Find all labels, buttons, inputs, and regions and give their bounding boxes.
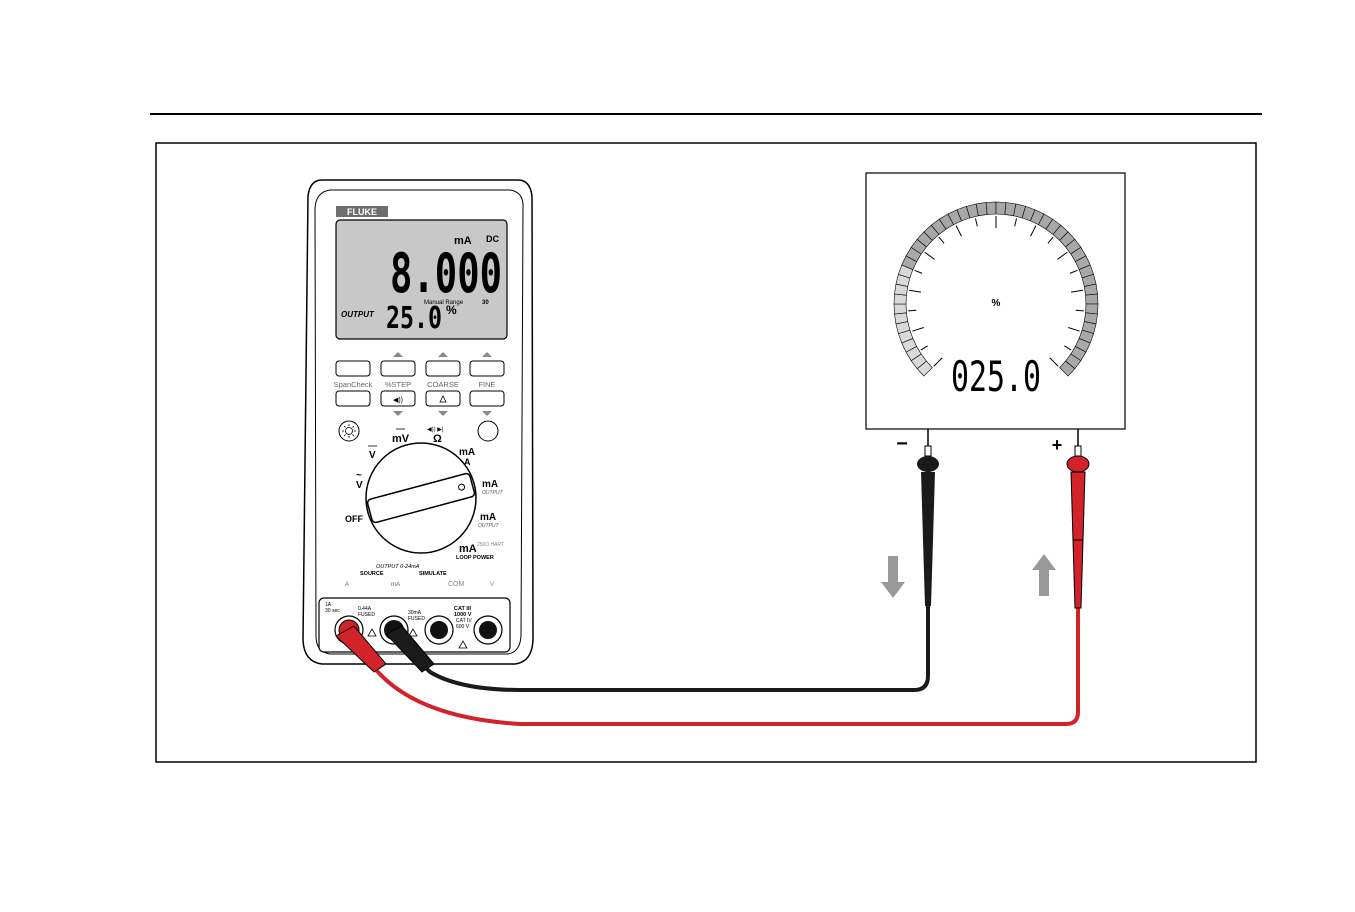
label-simulate: SIMULATE [419,571,447,577]
gauge-segment [996,202,1006,214]
label-jack-v: V [490,582,494,588]
gauge-plus-terminal: + [1052,435,1063,455]
fuse3-b: FUSED [408,616,425,622]
black-probe-handle [921,472,935,540]
button-fine-up[interactable] [470,361,504,376]
arrow-down-icon [881,556,905,598]
dial-output-sub2: OUTPUT [478,523,500,529]
dial-mv: mV [392,433,410,445]
red-probe-grip [1073,540,1083,608]
button-step-up[interactable] [381,361,415,376]
label-step: %STEP [385,380,411,389]
label-output-range: OUTPUT 0-24mA [376,564,420,570]
dial-loop-power: LOOP POWER [456,555,494,561]
label-jack-a: A [345,582,349,588]
gauge-reading: 025.0 [951,352,1041,401]
dial-hart: 250Ω HART [477,542,504,548]
gauge-segment [1086,294,1098,304]
black-probe [917,426,939,606]
dial-ma-loop: mA [459,543,477,555]
button-fine-down[interactable] [470,391,504,406]
tilde-icon: ~ [356,470,362,481]
label-coarse: COARSE [427,380,459,389]
lcd-secondary-unit: % [446,303,457,317]
label-spancheck: SpanCheck [334,380,373,389]
hold-button[interactable] [478,421,498,441]
brand-logo: FLUKE [347,207,377,217]
gauge-segment [894,313,907,324]
gauge-segment [894,304,906,314]
black-probe-collar [925,446,931,456]
dial-ma-output: mA [482,479,498,490]
cat4-volt: 600 V [456,624,470,630]
lcd-output-label: OUTPUT [341,310,375,319]
button-coarse-up[interactable] [426,361,460,376]
label-jack-com: COM [448,581,465,588]
jack-v-hole [479,621,497,639]
red-probe [1067,426,1089,608]
red-probe-handle [1071,472,1085,540]
fuse2-b: FUSED [358,612,375,618]
label-jack-ma: mA [391,582,400,588]
lcd-bar-label: 30 [482,300,489,306]
gauge-tick [1076,310,1084,311]
label-fine: FINE [478,380,495,389]
rotary-switch[interactable] [366,443,476,553]
gauge-segment [894,294,906,304]
red-probe-collar [1075,446,1081,456]
fuse1-b: 30 sec [325,608,340,614]
dial-v-dc: V [369,450,376,461]
dial-ma-output2: mA [480,512,496,523]
arrow-up-icon [1032,554,1056,596]
receiver-gauge: % 025.0 − + [866,173,1125,455]
button-spancheck[interactable] [336,391,370,406]
red-probe-guard [1067,456,1089,472]
dial-a: A [464,457,471,467]
dial-off: OFF [345,514,363,524]
jack-com-hole [430,621,448,639]
label-source: SOURCE [360,571,384,577]
gauge-unit: % [992,298,1001,309]
dial-ohm: Ω [433,433,442,445]
gauge-tick [908,310,916,311]
gauge-segment [1086,304,1098,314]
lcd-secondary-reading: 25.0 [386,301,442,336]
black-probe-guard [917,456,939,472]
multimeter: FLUKE mA DC 8.000 Manual Range 30 OUTPUT… [303,180,533,664]
gauge-minus-terminal: − [896,433,908,455]
gauge-segment [976,202,987,215]
gauge-segment [986,202,996,214]
black-probe-grip [923,540,933,606]
dial-v-ac: V [356,480,363,491]
continuity-icon: ◀)) ▶| [427,427,444,433]
dial-output-sub: OUTPUT [482,490,504,496]
button-top-1[interactable] [336,361,370,376]
button-coarse-down[interactable] [426,391,460,406]
lcd-primary-reading: 8.000 [390,242,502,305]
beeper-icon: ◀)) [393,397,403,404]
gauge-segment [1084,284,1097,295]
